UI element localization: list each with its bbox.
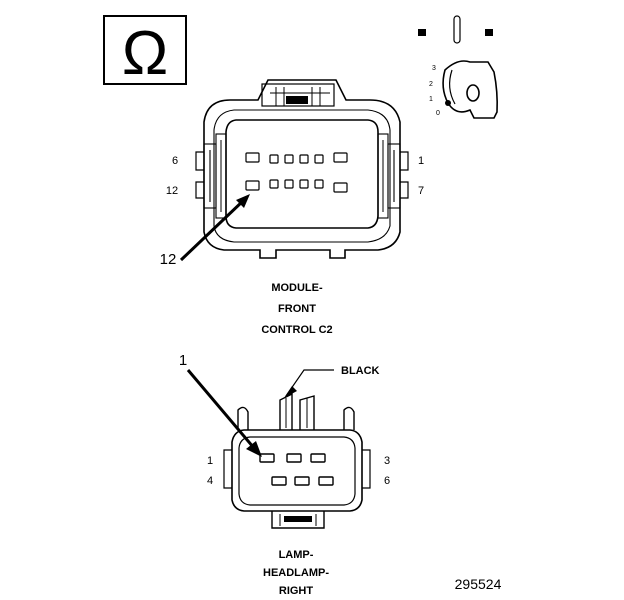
lamp-cavity-1 (259, 453, 275, 463)
c2-cavity-5 (269, 154, 279, 164)
c2-pin-label-7: 7 (418, 185, 424, 197)
c2-title-line-1: MODULE- (271, 282, 323, 294)
lamp-title-line-1: LAMP- (279, 549, 314, 561)
connector-color-label: BLACK (341, 365, 380, 377)
c2-cavity-11 (269, 179, 279, 189)
c2-pin-label-6: 6 (172, 155, 178, 167)
lamp-cavity-3 (310, 453, 326, 463)
lamp-cavity-5 (294, 476, 310, 486)
c2-cavity-6 (245, 152, 260, 163)
c2-cavity-9 (299, 179, 309, 189)
lamp-title-line-3: RIGHT (279, 585, 314, 597)
c2-pin-label-1: 1 (418, 155, 424, 167)
lamp-pin-label-6: 6 (384, 475, 390, 487)
ignition-off-icon (418, 15, 493, 44)
lamp-title-line-2: HEADLAMP- (263, 567, 329, 579)
module-front-control-c2-connector (195, 79, 409, 259)
lamp-pin-label-1: 1 (207, 455, 213, 467)
lamp-callout-label: 1 (179, 352, 187, 369)
c2-cavity-10 (284, 179, 294, 189)
key-position-0: 0 (436, 110, 440, 117)
lamp-cavity-4 (271, 476, 287, 486)
ohm-symbol: Ω (122, 19, 168, 88)
lamp-cavity-2 (286, 453, 302, 463)
black-color-leader (284, 369, 334, 398)
lamp-callout-arrow (186, 369, 262, 457)
c2-cavity-12 (245, 180, 260, 191)
ignition-key-icon: 3 2 1 0 (429, 60, 498, 119)
lamp-cavity-6 (318, 476, 334, 486)
lamp-headlamp-right-connector (223, 392, 371, 529)
c2-title-line-3: CONTROL C2 (261, 324, 332, 336)
c2-cavity-4 (284, 154, 294, 164)
c2-cavity-1 (333, 152, 348, 163)
key-position-2: 2 (429, 81, 433, 88)
lamp-pin-cavities (259, 453, 334, 486)
c2-callout-label: 12 (160, 251, 177, 268)
ohmmeter-icon: Ω (103, 15, 187, 88)
c2-cavity-7 (333, 182, 348, 193)
c2-cavity-2 (314, 154, 324, 164)
c2-cavity-8 (314, 179, 324, 189)
c2-pin-cavities (245, 152, 348, 193)
c2-pin-label-12: 12 (166, 185, 178, 197)
lamp-pin-label-3: 3 (384, 455, 390, 467)
c2-title-line-2: FRONT (278, 303, 316, 315)
c2-callout-arrow (179, 194, 250, 262)
lamp-pin-label-4: 4 (207, 475, 213, 487)
c2-cavity-3 (299, 154, 309, 164)
figure-number: 295524 (455, 576, 502, 592)
key-position-1: 1 (429, 96, 433, 103)
key-position-3: 3 (432, 65, 436, 72)
